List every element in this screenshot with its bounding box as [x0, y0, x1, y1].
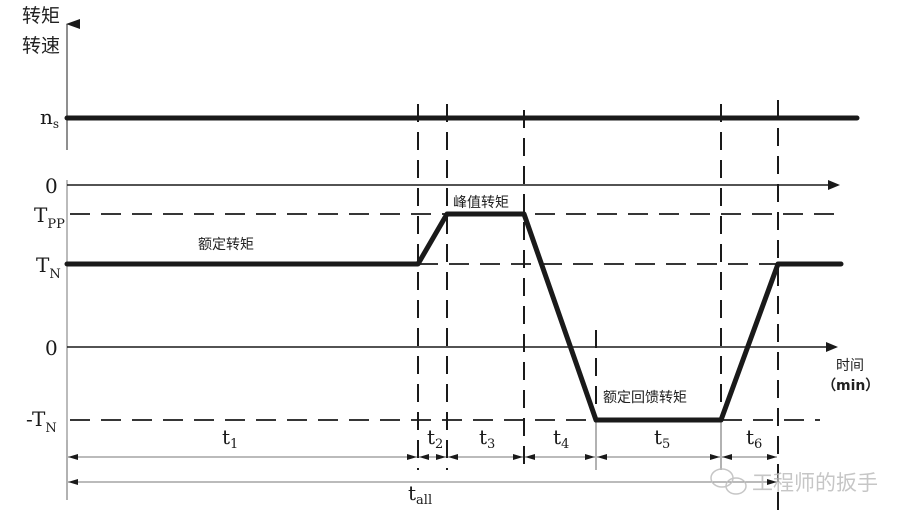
- tpp-label: TPP: [34, 203, 65, 232]
- speed-zero-label: 0: [45, 174, 58, 198]
- tn-label-sub: N: [49, 267, 60, 282]
- time-markers: [417, 100, 779, 510]
- interval-t2-label: t2: [427, 425, 443, 452]
- rated-torque-annotation: 额定转矩: [198, 237, 254, 253]
- y-axis-label-speed: 转速: [22, 35, 60, 57]
- neg-tn-label-sub: N: [45, 421, 56, 436]
- speed-label-sub: s: [53, 117, 59, 131]
- time-axis-unit: （min）: [822, 378, 879, 394]
- tn-label-main: T: [36, 253, 50, 277]
- time-axis-label: 时间: [836, 358, 864, 374]
- tn-label: TN: [36, 253, 61, 282]
- speed-label-main: n: [40, 105, 53, 129]
- interval-t1-label: t1: [222, 425, 238, 452]
- torque-profile: [64, 211, 844, 423]
- interval-t5-label: t5: [654, 425, 670, 452]
- interval-tall-label: tall: [408, 481, 432, 508]
- neg-tn-label: -TN: [26, 407, 57, 436]
- y-axis-label-torque: 转矩: [22, 5, 60, 27]
- speed-label: ns: [40, 105, 59, 131]
- peak-torque-annotation: 峰值转矩: [453, 195, 509, 211]
- neg-tn-label-main: -T: [26, 407, 46, 431]
- tpp-label-sub: PP: [47, 217, 65, 232]
- watermark: 工程师的扳手: [710, 468, 878, 495]
- tpp-label-main: T: [34, 203, 48, 227]
- interval-t4-label: t4: [553, 425, 569, 452]
- interval-t3-label: t3: [479, 425, 495, 452]
- watermark-text: 工程师的扳手: [752, 471, 878, 495]
- torque-zero-label: 0: [45, 336, 58, 360]
- interval-t6-label: t6: [746, 425, 762, 452]
- wechat-icon: [710, 468, 747, 495]
- rated-regen-torque-annotation: 额定回馈转矩: [603, 390, 687, 406]
